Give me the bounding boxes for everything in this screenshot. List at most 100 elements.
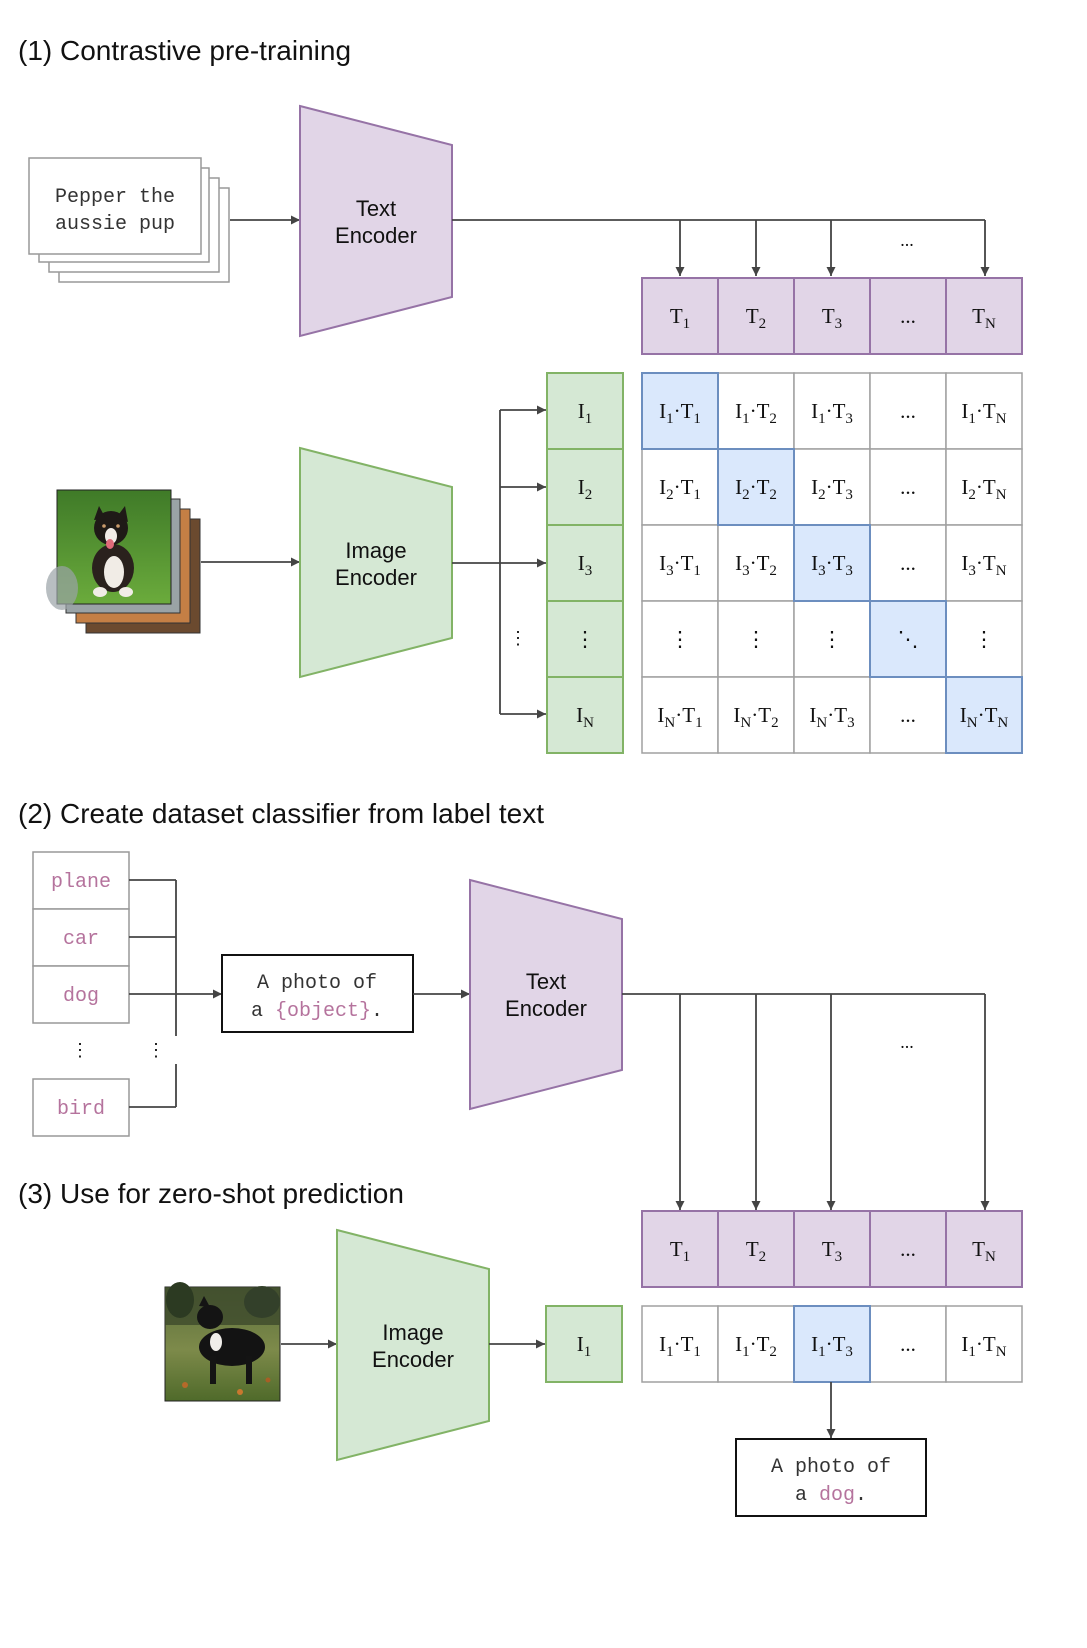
matrix-label-3-5-dot: ·T	[976, 551, 996, 575]
score-label-1: I1·T1	[659, 1332, 701, 1360]
matrix-label-1-3-dot: ·T	[826, 399, 846, 423]
matrix-label-3-3-dot: ·T	[826, 551, 846, 575]
matrix-cell-4-5	[945, 600, 1023, 678]
matrix-label-1-2-t-sub: 2	[769, 411, 777, 427]
matrix-label-2-3-i-sub: 2	[818, 487, 826, 503]
text-encoder-2-label-1: Text	[526, 969, 566, 994]
score-label-1-dot: ·T	[674, 1332, 694, 1356]
matrix-label-5-5: IN·TN	[960, 703, 1009, 731]
matrix-label-4-2: ⋮	[746, 627, 767, 651]
matrix-label-1-1-i-sub: 1	[666, 411, 674, 427]
text-encoder-2: Text Encoder	[469, 878, 623, 1111]
image-feature-zs-label: I1	[577, 1332, 592, 1360]
label-box-plane	[32, 851, 130, 910]
score-label-2-i-sub: 1	[742, 1344, 750, 1360]
text-feature-1-label-2-base: T	[746, 304, 759, 328]
matrix-label-5-5-t-sub: N	[997, 715, 1008, 731]
text-feature-2-label-2-sub: 2	[759, 1249, 767, 1265]
matrix-label-3-1: I3·T1	[659, 551, 701, 579]
text-card-stack: Pepper the aussie pup	[28, 157, 230, 283]
image-feature-3-label: I3	[578, 551, 593, 579]
text-feature-1-label-5: TN	[972, 304, 996, 332]
matrix-cell-3-3	[793, 524, 871, 602]
score-label-5-i: I	[961, 1332, 968, 1356]
score-label-3: I1·T3	[811, 1332, 853, 1360]
matrix-label-3-5-i: I	[961, 551, 968, 575]
matrix-label-2-5-i-sub: 2	[968, 487, 976, 503]
image-feature-zs-label-base: I	[577, 1332, 584, 1356]
label-text-car: car	[63, 928, 99, 951]
text-feature-2-label-1-base: T	[670, 1237, 683, 1261]
matrix-label-1-2-i: I	[735, 399, 742, 423]
matrix-label-2-3: I2·T3	[811, 475, 853, 503]
image-feature-3-label-sub: 3	[585, 563, 593, 579]
matrix-label-5-2-t-sub: 2	[771, 715, 779, 731]
matrix-label-3-5-i-sub: 3	[968, 563, 976, 579]
text-encoder-2-label-2: Encoder	[505, 996, 587, 1021]
text-feature-2-label-5-sub: N	[985, 1249, 996, 1265]
prompt-template: A photo of a {object}.	[221, 954, 414, 1033]
matrix-label-5-2: IN·T2	[733, 703, 778, 731]
score-label-3-t-sub: 3	[845, 1344, 853, 1360]
text-feature-1-cell-1	[641, 277, 719, 355]
image-feature-3-cell	[546, 524, 624, 602]
text-card-line-1: Pepper the	[55, 186, 175, 209]
text-encoder-1-label-2: Encoder	[335, 223, 417, 248]
text-feature-1-cell-2	[717, 277, 795, 355]
image-feature-2-label: I2	[578, 475, 593, 503]
text-feature-2-label-5: TN	[972, 1237, 996, 1265]
score-label-2-dot: ·T	[750, 1332, 770, 1356]
image-feature-1-cell	[546, 372, 624, 450]
text-feature-2-label-3-base: T	[822, 1237, 835, 1261]
image-feature-zs-cell	[545, 1305, 623, 1383]
matrix-label-1-5-t-sub: N	[996, 411, 1007, 427]
matrix-label-1-4: ...	[900, 399, 916, 423]
matrix-cell-4-4	[869, 600, 947, 678]
matrix-cell-2-4	[869, 448, 947, 526]
score-label-4: ...	[900, 1332, 916, 1356]
image-feature-1-label: I1	[578, 399, 593, 427]
matrix-label-5-5-dot: ·T	[978, 703, 998, 727]
matrix-cell-4-2	[717, 600, 795, 678]
matrix-label-3-1-dot: ·T	[674, 551, 694, 575]
text-feature-2-cell-3	[793, 1210, 871, 1288]
section-title-zeroshot: (3) Use for zero-shot prediction	[18, 1178, 404, 1209]
matrix-label-3-3-t-sub: 3	[845, 563, 853, 579]
matrix-label-1-2-dot: ·T	[750, 399, 770, 423]
matrix-label-2-1-dot: ·T	[674, 475, 694, 499]
matrix-cell-5-5	[945, 676, 1023, 754]
matrix-cell-3-5	[945, 524, 1023, 602]
text-feature-1-label-3: T3	[822, 304, 842, 332]
text-feature-2-cell-5	[945, 1210, 1023, 1288]
prediction-result-line-2: a dog.	[795, 1484, 867, 1507]
text-feature-1-label-4: ...	[900, 304, 916, 328]
text-feature-1-label-3-base: T	[822, 304, 835, 328]
matrix-label-4-4: ⋱	[898, 627, 919, 651]
matrix-label-2-1-t-sub: 1	[693, 487, 701, 503]
matrix-label-5-1-i-sub: N	[664, 715, 675, 731]
prompt-template-prefix: a	[251, 1000, 275, 1023]
section-title-pretraining: (1) Contrastive pre-training	[18, 35, 351, 66]
label-box-dog	[32, 965, 130, 1024]
image-encoder-2: Image Encoder	[336, 1228, 490, 1462]
matrix-label-1-1-i: I	[659, 399, 666, 423]
matrix-label-5-1-i: I	[657, 703, 664, 727]
image-card-stack	[46, 489, 201, 634]
matrix-label-2-2: I2·T2	[735, 475, 777, 503]
matrix-label-2-1-i: I	[659, 475, 666, 499]
score-label-1-t-sub: 1	[693, 1344, 701, 1360]
matrix-label-2-5-t-sub: N	[996, 487, 1007, 503]
text-encoder-1-label-1: Text	[356, 196, 396, 221]
matrix-label-3-1-i: I	[659, 551, 666, 575]
text-feature-1-label-2-sub: 2	[759, 316, 767, 332]
text-feature-2-label-1: T1	[670, 1237, 690, 1265]
image-feature-zs-label-sub: 1	[584, 1344, 592, 1360]
label-box-bird	[32, 1078, 130, 1137]
matrix-label-1-3-i-sub: 1	[818, 411, 826, 427]
matrix-label-3-5-t-sub: N	[996, 563, 1007, 579]
